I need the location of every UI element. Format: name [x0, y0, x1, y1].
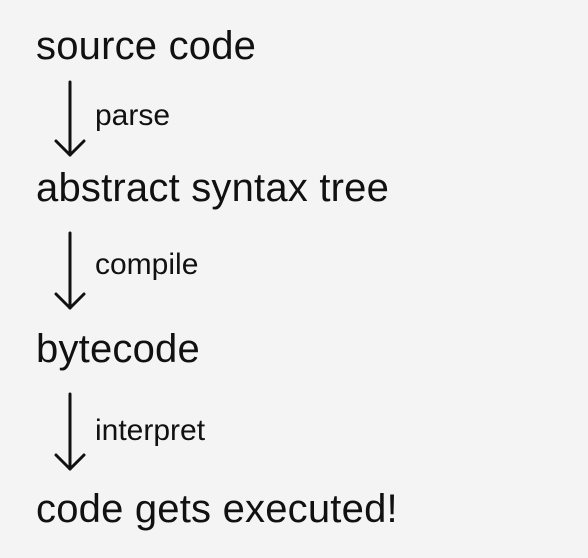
- node-source-code: source code: [36, 24, 257, 68]
- arrow-down-icon: [54, 392, 86, 471]
- arrow-down-icon: [54, 231, 86, 310]
- node-bytecode: bytecode: [36, 327, 200, 371]
- edge-label-interpret: interpret: [95, 414, 206, 447]
- node-abstract-syntax-tree: abstract syntax tree: [36, 166, 390, 210]
- node-code-gets-executed: code gets executed!: [36, 487, 398, 531]
- arrow-down-icon: [54, 80, 86, 157]
- edge-label-parse: parse: [95, 99, 171, 132]
- edge-label-compile: compile: [95, 248, 199, 281]
